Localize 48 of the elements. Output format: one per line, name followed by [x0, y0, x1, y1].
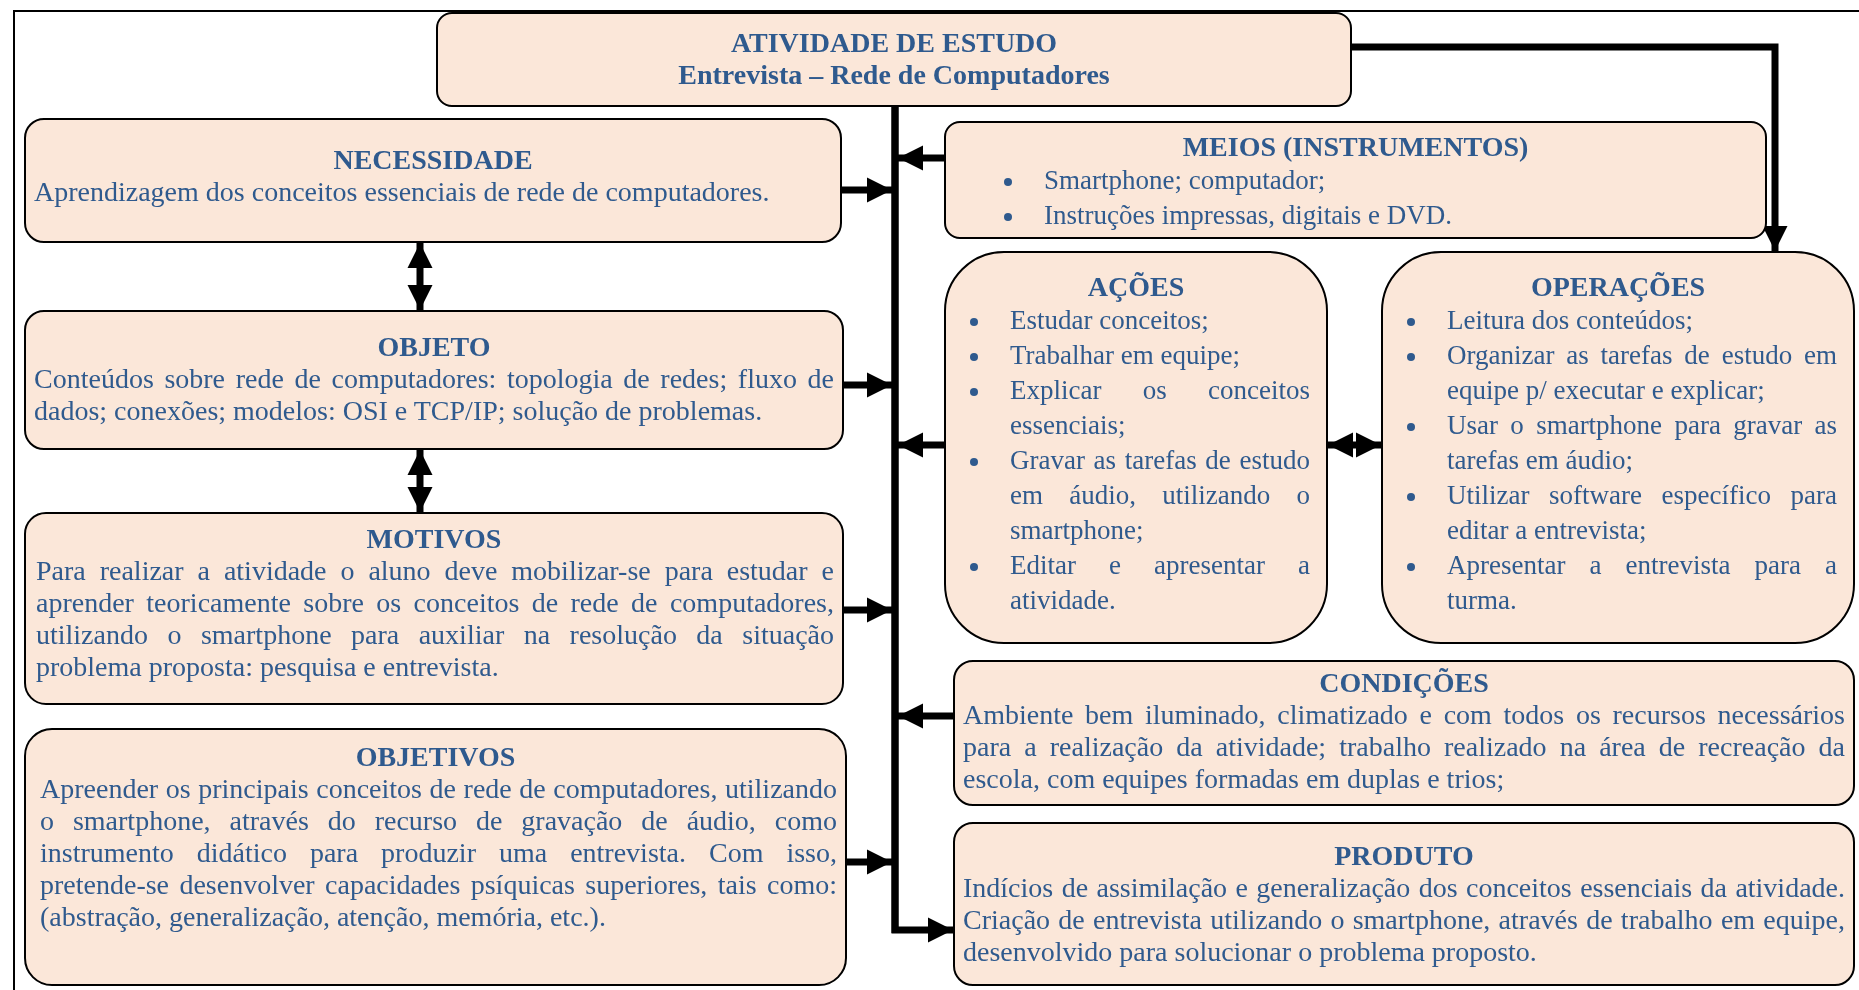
box-body-text: Apreender os principais conceitos de rede de computadores, utilizando o smartphone, através do recurso de gravação de áudio, como instrumento didático para produzir uma entrevista. Com isso, pretende-se desenvolver capacidades psíquicas superiores, tais como: (abstração, generalização, atenção, memória, etc.).	[39, 773, 838, 933]
box-heading: OBJETIVOS	[354, 741, 517, 773]
bullet-item: Smartphone; computador;	[1044, 164, 1327, 197]
box-heading: AÇÕES	[1086, 271, 1186, 303]
box-body-text: Conteúdos sobre rede de computadores: topologia de redes; fluxo de dados; conexões; modelos: OSI e TCP/IP; solução de problemas.	[33, 363, 835, 427]
arrow	[1352, 43, 1788, 251]
actions-box	[944, 251, 1328, 644]
bullet-item: Apresentar a entrevista para a turma.	[1447, 549, 1837, 617]
box-heading: CONDIÇÕES	[1318, 667, 1490, 699]
bullet-item: Explicar os conceitos essenciais;	[1010, 374, 1310, 442]
bullet-item: Instruções impressas, digitais e DVD.	[1044, 199, 1453, 232]
box-heading: MEIOS (INSTRUMENTOS)	[1181, 131, 1530, 163]
box-body-text: Indícios de assimilação e generalização dos conceitos essenciais da atividade. Criação de entrevista utilizando o smartphone, através de trabalho em equipe, desenvolvido para solucionar o problema proposto.	[962, 872, 1846, 968]
product-box	[953, 822, 1855, 986]
box-heading: NECESSIDADE	[332, 144, 534, 176]
bullet-item: Trabalhar em equipe;	[1010, 339, 1241, 372]
operations-box	[1381, 251, 1855, 644]
arrow	[847, 849, 892, 875]
bullet-item: Gravar as tarefas de estudo em áudio, utilizando o smartphone;	[1010, 444, 1310, 547]
arrow	[407, 243, 433, 310]
bullet-item: Estudar conceitos;	[1010, 304, 1210, 337]
bullet-item: Leitura dos conteúdos;	[1447, 304, 1694, 337]
box-heading: OBJETO	[376, 331, 492, 363]
means-box	[944, 121, 1767, 239]
title-text: ATIVIDADE DE ESTUDO	[729, 27, 1059, 59]
subtitle-text: Entrevista – Rede de Computadores	[677, 59, 1111, 91]
motives-box	[24, 512, 844, 705]
bullet-item: Usar o smartphone para gravar as tarefas em áudio;	[1447, 409, 1837, 477]
box-body-text: Aprendizagem dos conceitos essenciais de rede de computadores.	[33, 176, 771, 208]
bullet-item: Editar e apresentar a atividade.	[1010, 549, 1310, 617]
bullet-item: Utilizar software específico para editar a entrevista;	[1447, 479, 1837, 547]
box-heading: MOTIVOS	[365, 523, 503, 555]
object-box	[24, 310, 844, 450]
arrow	[844, 597, 892, 623]
objectives-box	[24, 728, 847, 986]
title-box	[436, 12, 1352, 107]
bullet-item: Organizar as tarefas de estudo em equipe p/ executar e explicar;	[1447, 339, 1837, 407]
arrow	[842, 177, 892, 203]
arrow	[1328, 432, 1381, 458]
conditions-box	[953, 660, 1855, 806]
box-heading: OPERAÇÕES	[1529, 271, 1707, 303]
box-heading: PRODUTO	[1333, 840, 1475, 872]
arrow	[844, 372, 892, 398]
arrow	[407, 450, 433, 512]
box-body-text: Ambiente bem iluminado, climatizado e com todos os recursos necessários para a realização da atividade; trabalho realizado na área de recreação da escola, com equipes formadas em duplas e trios;	[962, 699, 1846, 795]
arrow	[891, 107, 953, 943]
need-box	[24, 118, 842, 243]
box-body-text: Para realizar a atividade o aluno deve mobilizar-se para estudar e aprender teoricamente sobre os conceitos de rede de computadores, utilizando o smartphone para auxiliar na resolução da situação problema proposta: pesquisa e entrevista.	[35, 555, 835, 683]
